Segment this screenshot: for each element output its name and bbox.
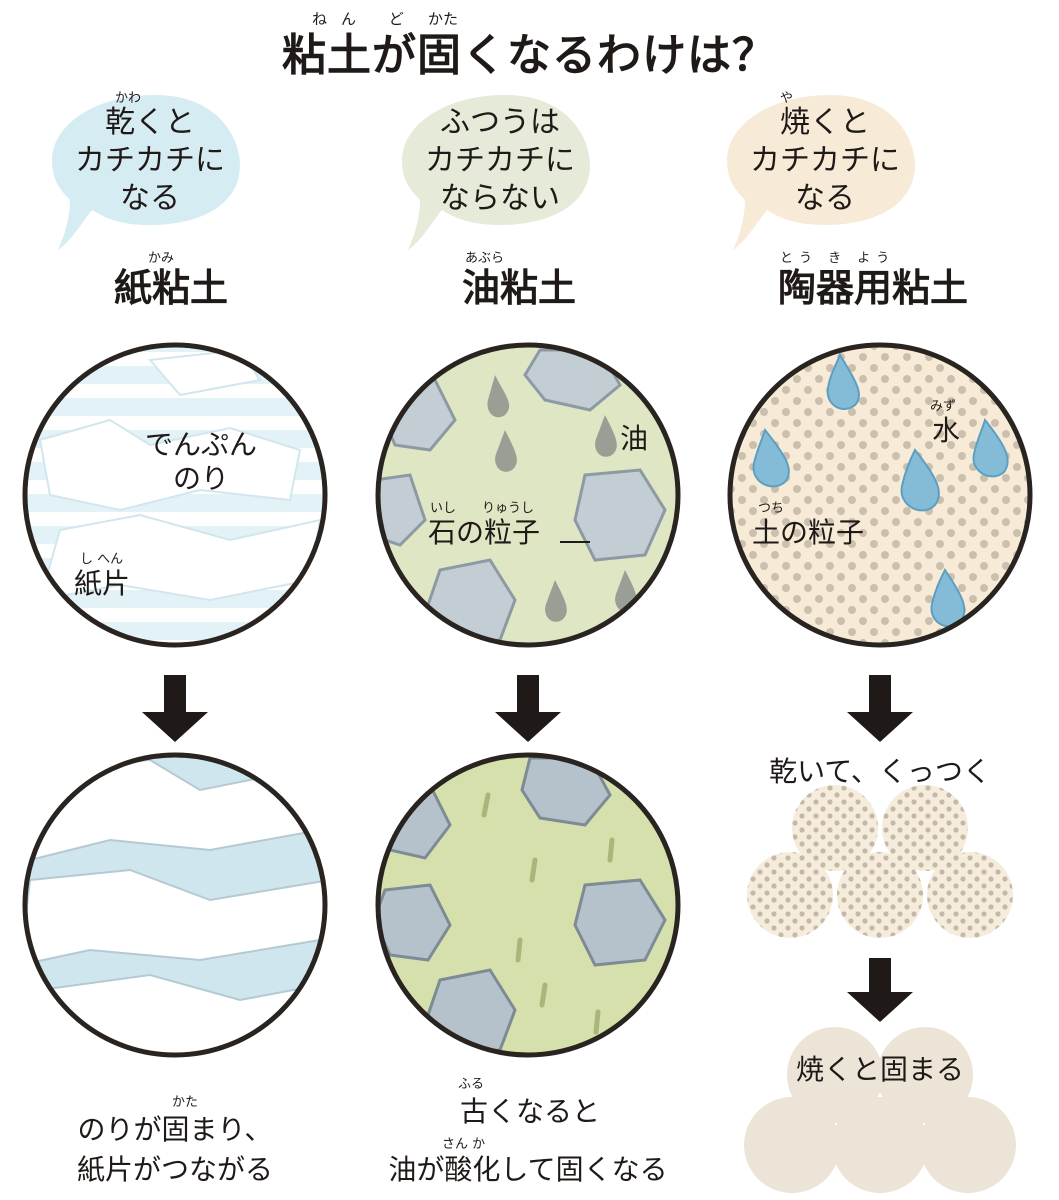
baked-particles	[744, 1027, 1016, 1193]
label-water: 水	[932, 414, 961, 447]
bubble-paper-text: 乾くと カチカチに なる	[75, 105, 225, 216]
step-bake-harden: 焼くと固まる	[795, 1053, 964, 1086]
clay-paper-ruby: かみ	[148, 251, 175, 266]
bubble-oil-text: ふつうは カチカチに ならない	[425, 105, 575, 216]
bubble-ceramic	[727, 95, 915, 250]
arrow-paper	[142, 675, 208, 742]
bubble-paper-ruby: かわ	[115, 91, 142, 106]
oil-clay-after	[378, 755, 678, 1055]
page-title: 粘土が固くなるわけは？	[282, 30, 777, 81]
dried-particles	[747, 785, 1013, 938]
bubble-paper	[52, 95, 240, 250]
label-stone-particle: 石の粒子	[428, 516, 541, 549]
clay-oil-ruby: あぶら	[465, 251, 505, 266]
label-soil-particle: 土の粒子	[752, 516, 865, 549]
label-ishi-ruby: いし りゅうし	[430, 501, 535, 516]
bubble-ceramic-ruby: や	[780, 91, 794, 106]
arrow-ceramic-2	[847, 958, 913, 1022]
label-tsuchi-ruby: つち	[758, 501, 785, 516]
caption-oil-line1: 古くなると	[459, 1095, 600, 1128]
label-kami-ruby: し へん	[80, 552, 124, 567]
bubble-ceramic-text: 焼くと カチカチに なる	[750, 105, 900, 216]
paper-clay-before	[25, 345, 325, 645]
caption-paper-line2: 紙片がつながる	[76, 1153, 273, 1186]
label-denpun-nori: でんぷん のり	[145, 428, 258, 495]
oil-clay-before	[378, 345, 678, 645]
bubble-oil	[402, 95, 590, 250]
clay-ceramic-ruby: とう き よう	[780, 251, 896, 266]
caption-paper-line1: のりが固まり、	[77, 1113, 273, 1146]
caption-oil-ruby1: ふる	[458, 1077, 485, 1092]
clay-oil-name: 油粘土	[462, 266, 577, 310]
label-oil: 油	[620, 422, 649, 455]
step-dry-stick: 乾いて、くっつく	[769, 755, 991, 788]
clay-ceramic-name: 陶器用粘土	[778, 266, 969, 310]
arrow-oil	[495, 675, 561, 742]
title-ruby-kata: かた	[428, 10, 459, 28]
ceramic-clay-before	[730, 345, 1030, 645]
caption-oil-line2: 油が酸化して固くなる	[388, 1153, 668, 1186]
caption-oil-ruby2: さん か	[442, 1137, 486, 1152]
arrow-ceramic-1	[847, 675, 913, 742]
caption-paper-ruby: かた	[172, 1095, 199, 1110]
title-ruby-nendo: ねん ど	[312, 10, 418, 28]
clay-paper-name: 紙粘土	[114, 266, 229, 310]
label-kamikire: 紙片	[74, 567, 131, 600]
label-mizu-ruby: みず	[930, 399, 957, 414]
